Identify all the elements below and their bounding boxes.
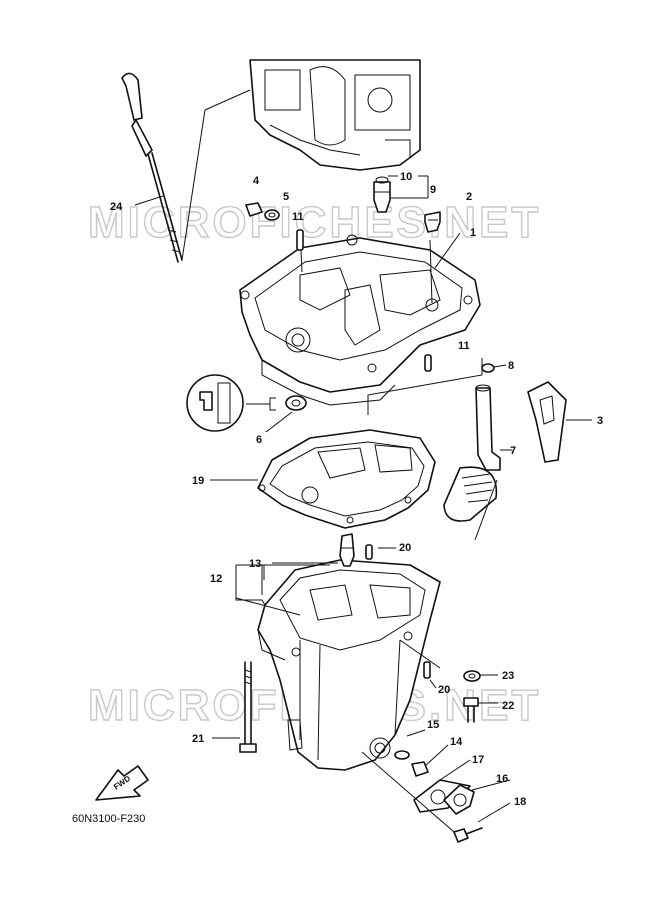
bolt-and-washer <box>245 202 280 221</box>
fitting-9-10 <box>373 175 429 213</box>
callout-9: 9 <box>430 184 436 196</box>
dipstick <box>121 72 206 263</box>
callout-11-upper: 11 <box>292 211 304 223</box>
callout-20-lower: 20 <box>438 684 450 696</box>
callout-11-lower: 11 <box>458 340 470 352</box>
callout-10: 10 <box>400 171 412 183</box>
oil-strainer <box>367 358 512 541</box>
callout-14: 14 <box>450 736 463 748</box>
callout-21: 21 <box>192 733 204 745</box>
callout-22: 22 <box>502 700 514 712</box>
callout-18: 18 <box>514 796 526 808</box>
oil-pan-lower <box>235 559 441 771</box>
drain-assembly <box>361 729 511 843</box>
drain-plug <box>424 211 441 233</box>
gasket <box>210 429 436 529</box>
long-bolt <box>212 661 257 753</box>
fwd-arrow-icon: FWD <box>95 765 149 801</box>
engine-block <box>204 59 421 171</box>
callout-5: 5 <box>283 191 289 203</box>
callout-8: 8 <box>508 360 514 372</box>
callout-20-upper: 20 <box>399 542 411 554</box>
callout-16: 16 <box>496 773 508 785</box>
callout-4: 4 <box>253 175 260 187</box>
callout-13: 13 <box>249 558 261 570</box>
dowel-pins-11 <box>296 229 432 372</box>
diagram-code: 60N3100-F230 <box>72 813 145 825</box>
oil-pan-upper <box>239 229 481 406</box>
watermark-top: MICROFICHES.NET <box>88 198 541 247</box>
callout-15: 15 <box>427 719 439 731</box>
callout-7: 7 <box>510 445 516 457</box>
callout-24: 24 <box>110 201 123 213</box>
callout-1: 1 <box>470 227 476 239</box>
callout-12: 12 <box>210 573 222 585</box>
callout-19: 19 <box>192 475 204 487</box>
oil-seal <box>186 374 307 433</box>
callout-17: 17 <box>472 754 484 766</box>
callout-2: 2 <box>466 191 472 203</box>
bracket <box>527 381 592 463</box>
fitting-13-dowels-20 <box>272 533 437 689</box>
bolt-22-washer-23 <box>463 670 498 723</box>
callout-6: 6 <box>256 434 262 446</box>
callout-23: 23 <box>502 670 514 682</box>
callout-3: 3 <box>597 415 603 427</box>
